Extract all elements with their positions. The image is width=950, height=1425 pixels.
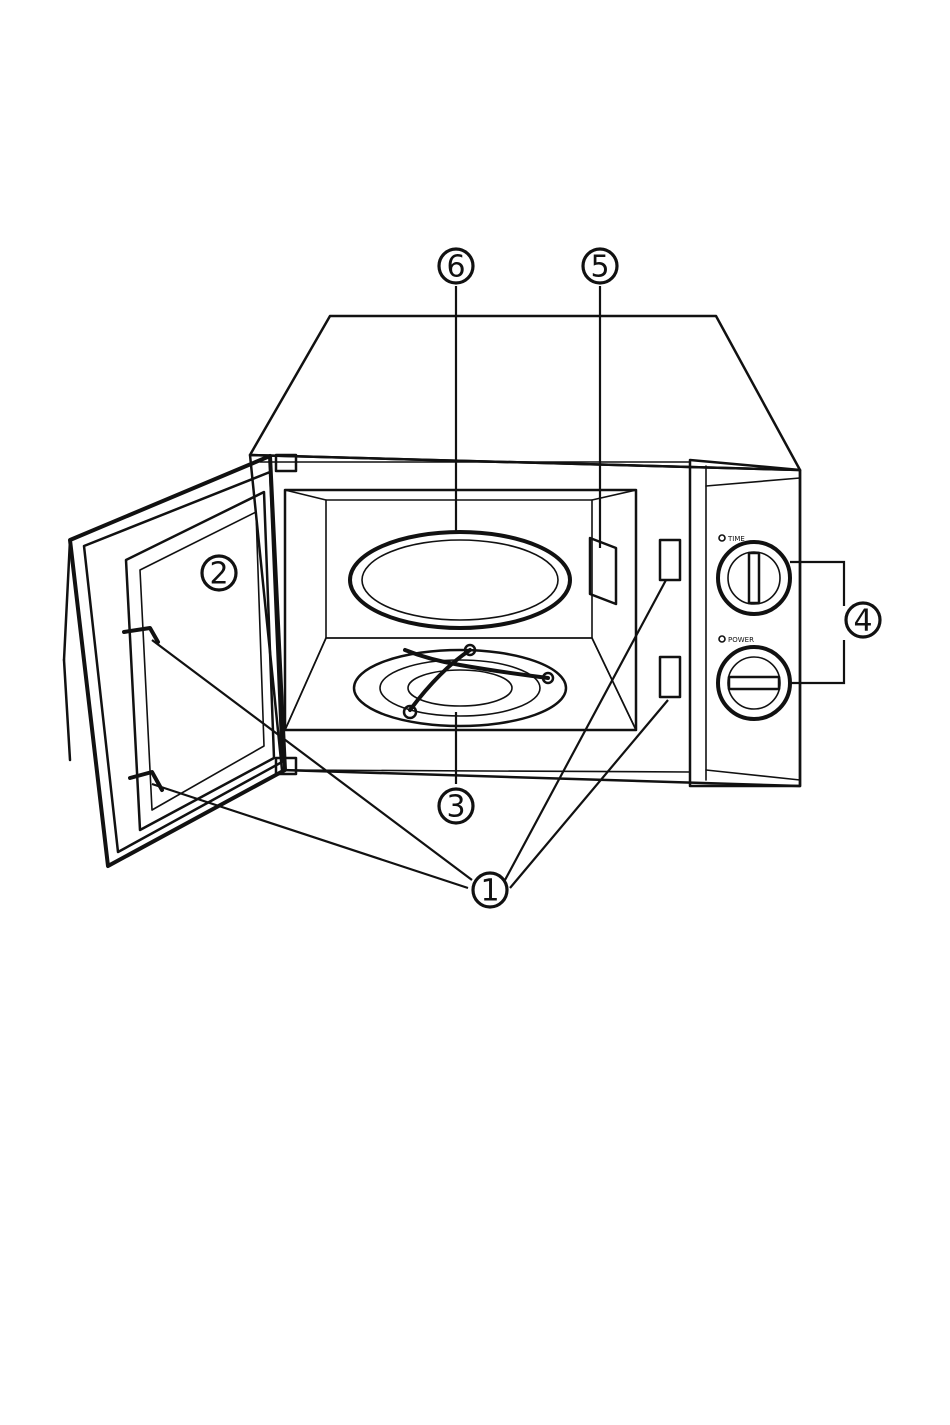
callout-6: 6 [439, 249, 473, 285]
roller-ring [354, 650, 566, 726]
glass-tray [350, 532, 570, 628]
latch-hole-top [660, 540, 680, 580]
timer-knob-label: TIME [727, 535, 745, 543]
turntable-shaft-coupler [404, 645, 553, 718]
power-knob-label: POWER [728, 636, 754, 644]
callout-1: 1 [473, 873, 507, 909]
door-latch-bottom [130, 772, 162, 790]
callout-5: 5 [583, 249, 617, 285]
top-face [250, 316, 800, 470]
oven-cavity [285, 490, 680, 730]
callout-2-text: 2 [209, 557, 228, 592]
oven-door [64, 456, 285, 866]
door-frame [70, 456, 285, 866]
cavity-opening [285, 490, 636, 730]
leader-lines [152, 286, 844, 888]
latch-hole-bottom [660, 657, 680, 697]
callout-5-text: 5 [590, 250, 609, 285]
timer-knob[interactable] [718, 542, 790, 614]
callout-3-text: 3 [446, 790, 465, 825]
power-knob[interactable] [718, 647, 790, 719]
callout-4: 4 [846, 603, 880, 639]
control-panel: TIME POWER [690, 460, 800, 786]
callout-6-text: 6 [446, 250, 465, 285]
callout-2: 2 [202, 556, 236, 592]
waveguide-cover [590, 538, 616, 604]
callout-4-text: 4 [853, 604, 872, 639]
microwave-body [250, 316, 800, 786]
callout-3: 3 [439, 789, 473, 825]
callout-1-text: 1 [480, 874, 499, 909]
